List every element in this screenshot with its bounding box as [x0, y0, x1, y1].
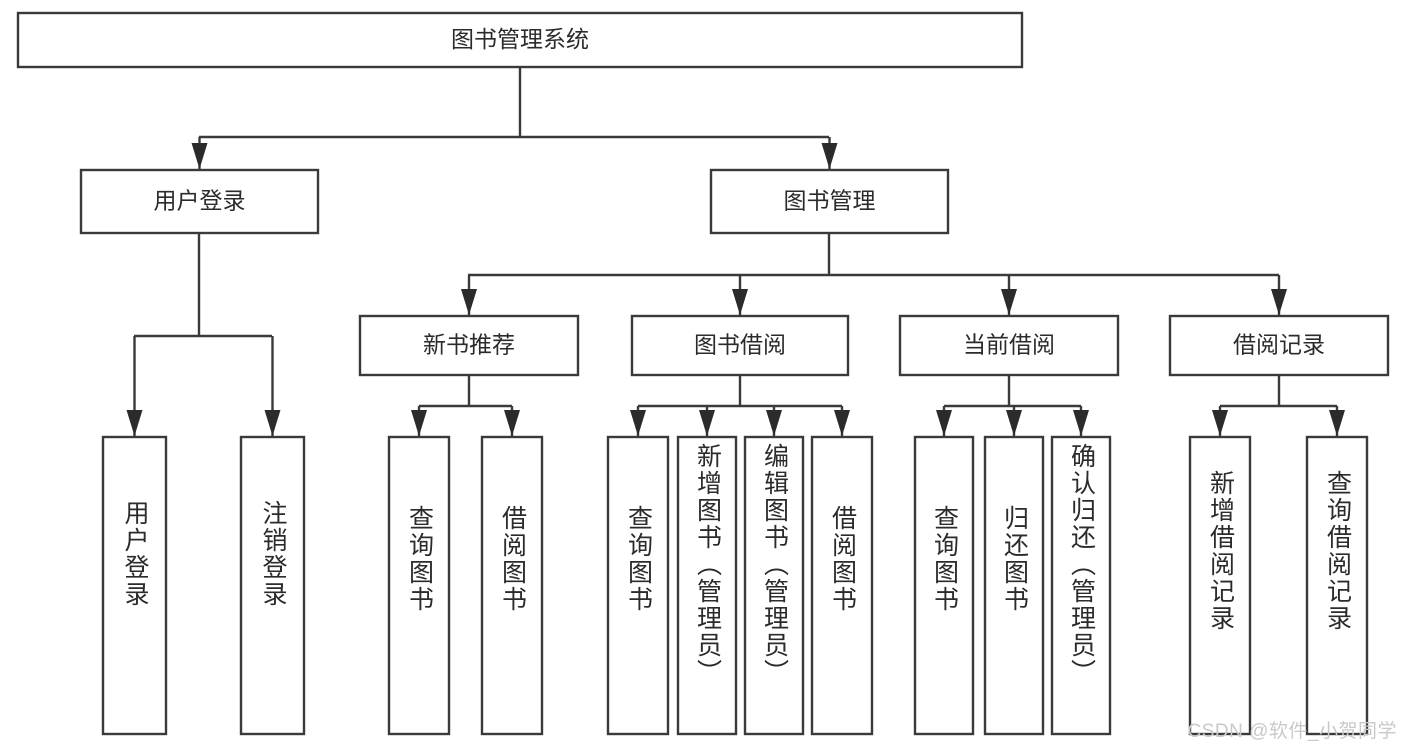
node-label-user-login: 用户登录	[154, 188, 246, 214]
node-label-book-borrow: 图书借阅	[694, 332, 786, 358]
node-box-leaf-add-borrow-record[interactable]	[1188, 435, 1252, 736]
arrow-head-icon-user-login	[191, 143, 208, 169]
node-label-new-book-recommend: 新书推荐	[423, 332, 515, 358]
watermark: CSDN @软件_小贺同学	[1187, 721, 1397, 742]
arrow-head-icon-leaf-query-book-current	[936, 410, 952, 436]
arrow-head-icon-leaf-borrow-book-recommend	[504, 410, 520, 436]
node-box-leaf-confirm-return[interactable]	[1050, 435, 1112, 736]
node-box-leaf-query-book-borrow[interactable]	[606, 435, 670, 736]
arrow-head-icon-leaf-query-borrow-record	[1329, 410, 1345, 436]
arrow-head-icon-borrow-records	[1271, 289, 1287, 315]
arrow-head-icon-leaf-edit-book	[766, 410, 782, 436]
node-label-current-borrow: 当前借阅	[963, 332, 1055, 358]
node-box-book-management[interactable]	[709, 168, 950, 235]
connector-layer	[126, 67, 1345, 436]
node-box-book-borrow[interactable]	[630, 314, 850, 377]
node-box-borrow-records[interactable]	[1168, 314, 1390, 377]
arrow-head-icon-leaf-borrow-book	[834, 410, 850, 436]
arrow-head-icon-book-management	[821, 143, 838, 169]
node-label-borrow-records: 借阅记录	[1233, 332, 1325, 358]
box-layer	[16, 11, 1390, 736]
node-box-leaf-add-book[interactable]	[676, 435, 738, 736]
arrow-head-icon-leaf-add-book	[699, 410, 715, 436]
node-box-root[interactable]	[16, 11, 1024, 69]
node-box-leaf-return-book[interactable]	[983, 435, 1045, 736]
node-box-leaf-edit-book[interactable]	[743, 435, 805, 736]
arrow-head-icon-book-borrow	[732, 289, 748, 315]
arrow-head-icon-leaf-return-book	[1006, 410, 1022, 436]
arrow-head-icon-leaf-query-book-recommend	[411, 410, 427, 436]
node-label-book-management: 图书管理	[784, 188, 876, 214]
node-box-leaf-query-book-recommend[interactable]	[387, 435, 451, 736]
arrow-head-icon-leaf-confirm-return	[1073, 410, 1089, 436]
node-box-leaf-logout[interactable]	[239, 435, 306, 736]
node-box-leaf-borrow-book[interactable]	[810, 435, 874, 736]
arrow-head-icon-current-borrow	[1001, 289, 1017, 315]
arrow-head-icon-leaf-add-borrow-record	[1212, 410, 1228, 436]
node-box-new-book-recommend[interactable]	[358, 314, 580, 377]
arrow-head-icon-leaf-user-login	[126, 410, 143, 436]
node-box-leaf-borrow-book-recommend[interactable]	[480, 435, 544, 736]
node-box-current-borrow[interactable]	[898, 314, 1120, 377]
node-label-root: 图书管理系统	[451, 26, 589, 52]
node-box-leaf-user-login[interactable]	[101, 435, 168, 736]
arrow-head-icon-leaf-query-book-borrow	[630, 410, 646, 436]
node-box-user-login[interactable]	[79, 168, 320, 235]
arrow-head-icon-leaf-logout	[264, 410, 281, 436]
node-box-leaf-query-borrow-record[interactable]	[1305, 435, 1369, 736]
node-box-leaf-query-book-current[interactable]	[913, 435, 975, 736]
arrow-head-icon-new-book-recommend	[461, 289, 477, 315]
